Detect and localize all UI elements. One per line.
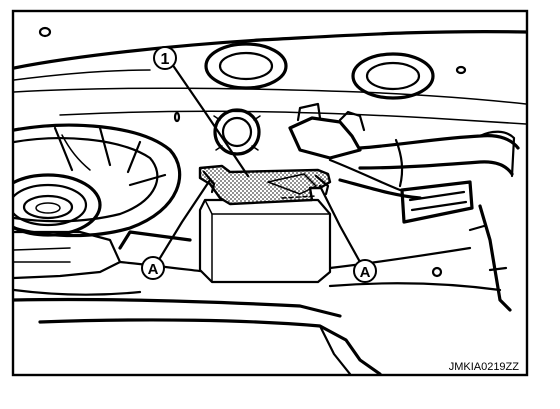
wiring-harness <box>288 102 520 200</box>
vehicle-line-art <box>14 26 526 374</box>
component-unit-box <box>198 198 332 284</box>
panel-hole <box>455 65 467 75</box>
grommet <box>213 108 261 156</box>
panel-oval-opening-right <box>351 52 435 100</box>
callout-1-label: 1 <box>161 51 170 68</box>
speaker-assembly <box>14 123 182 296</box>
panel-upper-edge <box>14 30 526 70</box>
callout-a-left: A <box>141 256 165 280</box>
callout-a-right-label: A <box>360 264 371 281</box>
panel-hole <box>173 111 181 123</box>
panel-oval-opening-left <box>204 42 288 90</box>
callout-a-right: A <box>353 259 377 283</box>
component-1-bracket <box>198 164 332 206</box>
panel-hole <box>431 266 443 278</box>
mounting-bracket <box>400 180 512 312</box>
leader-lines <box>158 62 362 264</box>
callout-1: 1 <box>153 46 177 70</box>
figure-code: JMKIA0219ZZ <box>449 361 520 373</box>
callout-a-left-label: A <box>148 261 159 278</box>
panel-hole <box>38 26 52 38</box>
